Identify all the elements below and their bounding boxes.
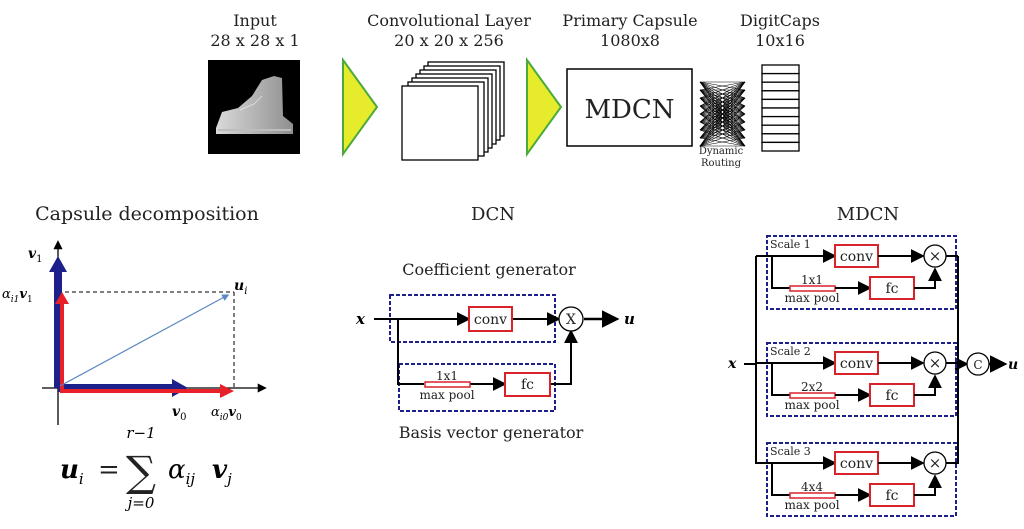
dcn-title: DCN [471,204,515,225]
digit-title: DigitCaps [740,11,820,30]
scale-pool-label: max pool [784,291,839,305]
input-title: Input [233,11,277,30]
scale-box [766,235,957,310]
conv-title: Convolutional Layer [367,11,531,30]
scale-conv-label: conv [840,249,873,265]
ui-vector [59,294,230,387]
decomp-title: Capsule decomposition [35,203,259,225]
decomp-formula: ui = r−1 ∑ j=0 αij vj [60,424,232,512]
digit-cap [761,64,800,75]
primary-dims: 1080x8 [600,31,660,50]
scale-multiply-label: × [929,454,942,472]
scale-box [766,342,957,417]
ui-label: ui [234,278,247,297]
coef-label: Coefficient generator [402,260,576,279]
alpha-v0-label: αi0v0 [211,405,242,423]
conv-dims: 20 x 20 x 256 [394,31,504,50]
routing-label-2: Routing [701,158,742,169]
conv-stack [401,61,505,161]
scale-fc-label: fc [885,388,898,404]
scale-label: Scale 2 [770,345,811,358]
dcn-fc-box [504,372,551,397]
digit-cap [761,72,800,83]
pipeline: Input 28 x 28 x 1 Convolutional Layer 20… [208,11,820,169]
dcn-pool-box [424,381,471,388]
dcn-conv-box [468,306,513,332]
dcn-fc-label: fc [521,377,534,393]
mdcn-concat-label: C [973,358,982,372]
mdcn-block-label: MDCN [584,95,674,125]
digit-cap [761,98,800,109]
formula-lhs: ui [60,455,84,488]
input-image [208,60,300,154]
dcn-multiply [558,306,584,332]
sum-top: r−1 [126,424,155,442]
mdcn-x: x [727,356,737,372]
sum-bottom: j=0 [125,494,155,512]
digit-cap [761,107,800,118]
scale-fc-label: fc [885,281,898,297]
primary-title: Primary Capsule [562,11,697,30]
v0-label: v0 [172,404,187,423]
decomp-panel: Capsule decomposition v1 αi1v1 ui v0 αi0… [2,203,267,512]
scale-pool-size: 2x2 [801,380,823,394]
dcn-u: u [624,310,635,328]
scale-label: Scale 3 [770,445,811,458]
dcn-pool-label: max pool [419,388,474,402]
dcn-multiply-label: X [566,312,576,328]
digit-cap [761,115,800,126]
scale-multiply-label: × [929,354,942,372]
v1-label: v1 [28,246,43,265]
mdcn-title: MDCN [837,204,899,225]
v1-arrowhead [49,256,67,272]
shoe-icon [216,76,293,134]
alpha-v0-arrowhead [220,384,234,398]
formula-v: vj [212,455,232,488]
basis-label: Basis vector generator [399,423,584,442]
scale-multiply-label: × [929,247,942,265]
routing-label-1: Dynamic [699,146,744,157]
scale-fc-label: fc [885,488,898,504]
scale-pool-label: max pool [784,398,839,412]
sum-sign: ∑ [126,447,156,496]
mdcn-block [566,68,693,147]
digit-cap [761,133,800,144]
digit-dims: 10x16 [755,31,805,50]
digit-cap [761,141,800,152]
scale-pool-label: max pool [784,498,839,512]
digit-cap [761,81,800,92]
dcn-conv-label: conv [474,312,507,328]
dcn-pool-size: 1x1 [436,369,458,383]
dcn-x: x [355,310,366,328]
digit-caps-stack [761,64,800,152]
scale-label: Scale 1 [770,238,811,251]
input-dims: 28 x 28 x 1 [210,31,299,50]
dcn-panel: DCN Coefficient generator x conv 1x1 max… [355,204,635,442]
formula-eq: = [98,455,120,485]
alpha-v1-arrowhead [55,292,69,304]
routing-lines [699,81,746,147]
mdcn-u: u [1008,357,1018,373]
scale-conv-label: conv [840,356,873,372]
scale-pool-size: 4x4 [801,480,823,494]
pipeline-arrow-1 [342,56,379,158]
scale-pool-size: 1x1 [801,273,823,287]
scale-conv-label: conv [840,456,873,472]
alpha-v1-label: αi1v1 [2,287,33,305]
v0-arrowhead [172,379,188,397]
pipeline-arrow-2 [526,56,563,158]
scale-box [766,442,957,517]
basis-box [398,363,556,412]
digit-cap [761,124,800,135]
formula-alpha: αij [168,455,195,488]
digit-cap [761,90,800,101]
